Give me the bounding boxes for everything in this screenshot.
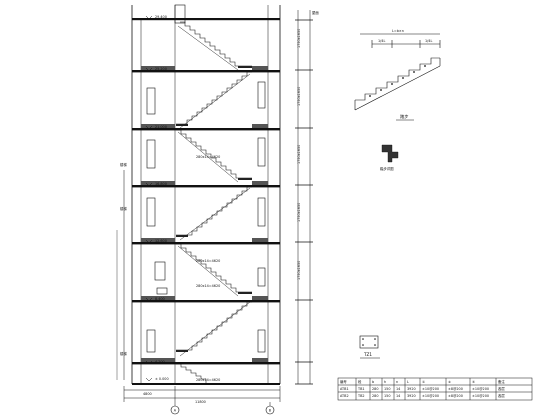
schedule-cell: ±8@200	[448, 394, 463, 398]
schedule-cell: 280	[372, 387, 378, 391]
schedule-cell: 150	[384, 394, 390, 398]
right-dimension-chain	[295, 10, 313, 385]
schedule-cell: 3920	[407, 387, 416, 391]
schedule-header-cell: L	[407, 380, 409, 384]
schedule-cell: ±8@200	[448, 387, 463, 391]
schedule-header-cell: ③	[472, 380, 475, 384]
landings	[176, 66, 252, 352]
elev-5: 21.000	[155, 125, 167, 129]
schedule-cell: 14	[396, 387, 400, 391]
schedule-header-cell: 编号	[340, 379, 347, 384]
left-label-1: 楼梯	[120, 162, 127, 167]
schedule-cell: 280	[372, 394, 378, 398]
schedule-cell: ±10@200	[422, 394, 439, 398]
schedule-cell: ±10@200	[472, 394, 489, 398]
section-cut-hatching	[141, 66, 268, 362]
schedule-header-cell: ①	[422, 380, 425, 384]
tread-detail-title: 踏步详图	[380, 166, 394, 171]
bottom-dimension-labels: 4800 11800	[143, 392, 206, 404]
elev-3: 12.600	[155, 239, 167, 243]
schedule-cell: ATB2	[340, 394, 349, 398]
elev-6: 25.200	[155, 67, 167, 71]
bottom-dimension-lines	[123, 386, 281, 406]
elev-4: 16.800	[155, 182, 167, 186]
schedule-header-cell: h	[384, 380, 386, 384]
axis-bubbles: A B	[170, 405, 275, 415]
schedule-cell: 150	[384, 387, 390, 391]
schedule-cell: 3920	[407, 394, 416, 398]
stair-slab-lines	[177, 25, 251, 357]
schedule-cell: 各层	[498, 386, 505, 391]
floor-slabs	[132, 18, 280, 385]
flight-label-4: 280x14=4620	[196, 378, 220, 382]
flight-labels: 280x14=4620 280x14=4620 280x14=4620 280x…	[196, 155, 220, 382]
schedule-cell: ±10@200	[472, 387, 489, 391]
elev-1: 4.200	[155, 360, 165, 364]
axis-bubble-a	[170, 405, 180, 415]
flight-label-3: 280x14=4620	[196, 284, 220, 288]
window-openings	[146, 81, 266, 353]
right-dim-1: 1750x1650	[297, 29, 301, 48]
flight-label-2: 280x14=4620	[196, 259, 220, 263]
schedule-header-cell: b	[372, 380, 374, 384]
tz-label: TZ1	[363, 352, 372, 357]
stair-schedule-table: 编号 段 b h n L ① ② ③ 备注 ATB1 TB1 280 150 14 3920 ±10@200 ±8…	[337, 377, 533, 401]
left-labels: 楼梯 楼梯 楼梯	[120, 162, 127, 356]
schedule-cell: ATB1	[340, 387, 349, 391]
schedule-cell: ±10@200	[422, 387, 439, 391]
schedule-cell: TB2	[357, 394, 365, 398]
axis-bubble-a-label: A	[174, 409, 177, 413]
bottom-dim-1: 4800	[143, 392, 152, 396]
schedule-header-cell: n	[396, 380, 398, 384]
detail-dim-1: 1/4L	[378, 39, 385, 43]
schedule-header-cell: ②	[448, 380, 451, 384]
tz-detail: TZ1	[359, 335, 380, 359]
axis-bubble-b	[265, 405, 275, 415]
left-label-3: 楼梯	[120, 351, 127, 356]
elev-2: 8.400	[155, 297, 165, 301]
bottom-dim-2: 11800	[195, 400, 206, 404]
schedule-header-cell: 段	[358, 379, 362, 384]
schedule-cell: 各层	[498, 393, 505, 398]
step-detail: 1/4L 1/4L L=b×n 踏步	[354, 29, 441, 121]
elev-7: 29.400	[155, 15, 167, 19]
right-dim-3: 1750x1650	[297, 145, 301, 164]
right-dimension-labels: 1750x1650 1750x1650 1750x1650 1750x1650 …	[297, 10, 319, 280]
detail-dim-2: 1/4L	[425, 39, 432, 43]
flight-label-1: 280x14=4620	[196, 155, 220, 159]
tread-detail: 踏步详图	[380, 144, 399, 171]
detail-title: 踏步	[400, 113, 408, 120]
top-tag: 屋面	[312, 10, 319, 15]
schedule-header-cell: 备注	[498, 379, 505, 384]
right-dim-4: 1750x1650	[297, 203, 301, 222]
elevation-marks: ± 0.000 4.200 8.400 12.600 16.800 21.000…	[145, 15, 169, 382]
schedule-cell: TB1	[357, 387, 365, 391]
right-dim-2: 1750x1650	[297, 87, 301, 106]
schedule-cell: 14	[396, 394, 400, 398]
detail-dim-total: L=b×n	[392, 29, 404, 33]
right-dim-5: 1750x1650	[297, 261, 301, 280]
left-label-2: 楼梯	[120, 206, 127, 211]
axis-bubble-b-label: B	[269, 409, 272, 413]
elev-0: ± 0.000	[155, 377, 169, 381]
